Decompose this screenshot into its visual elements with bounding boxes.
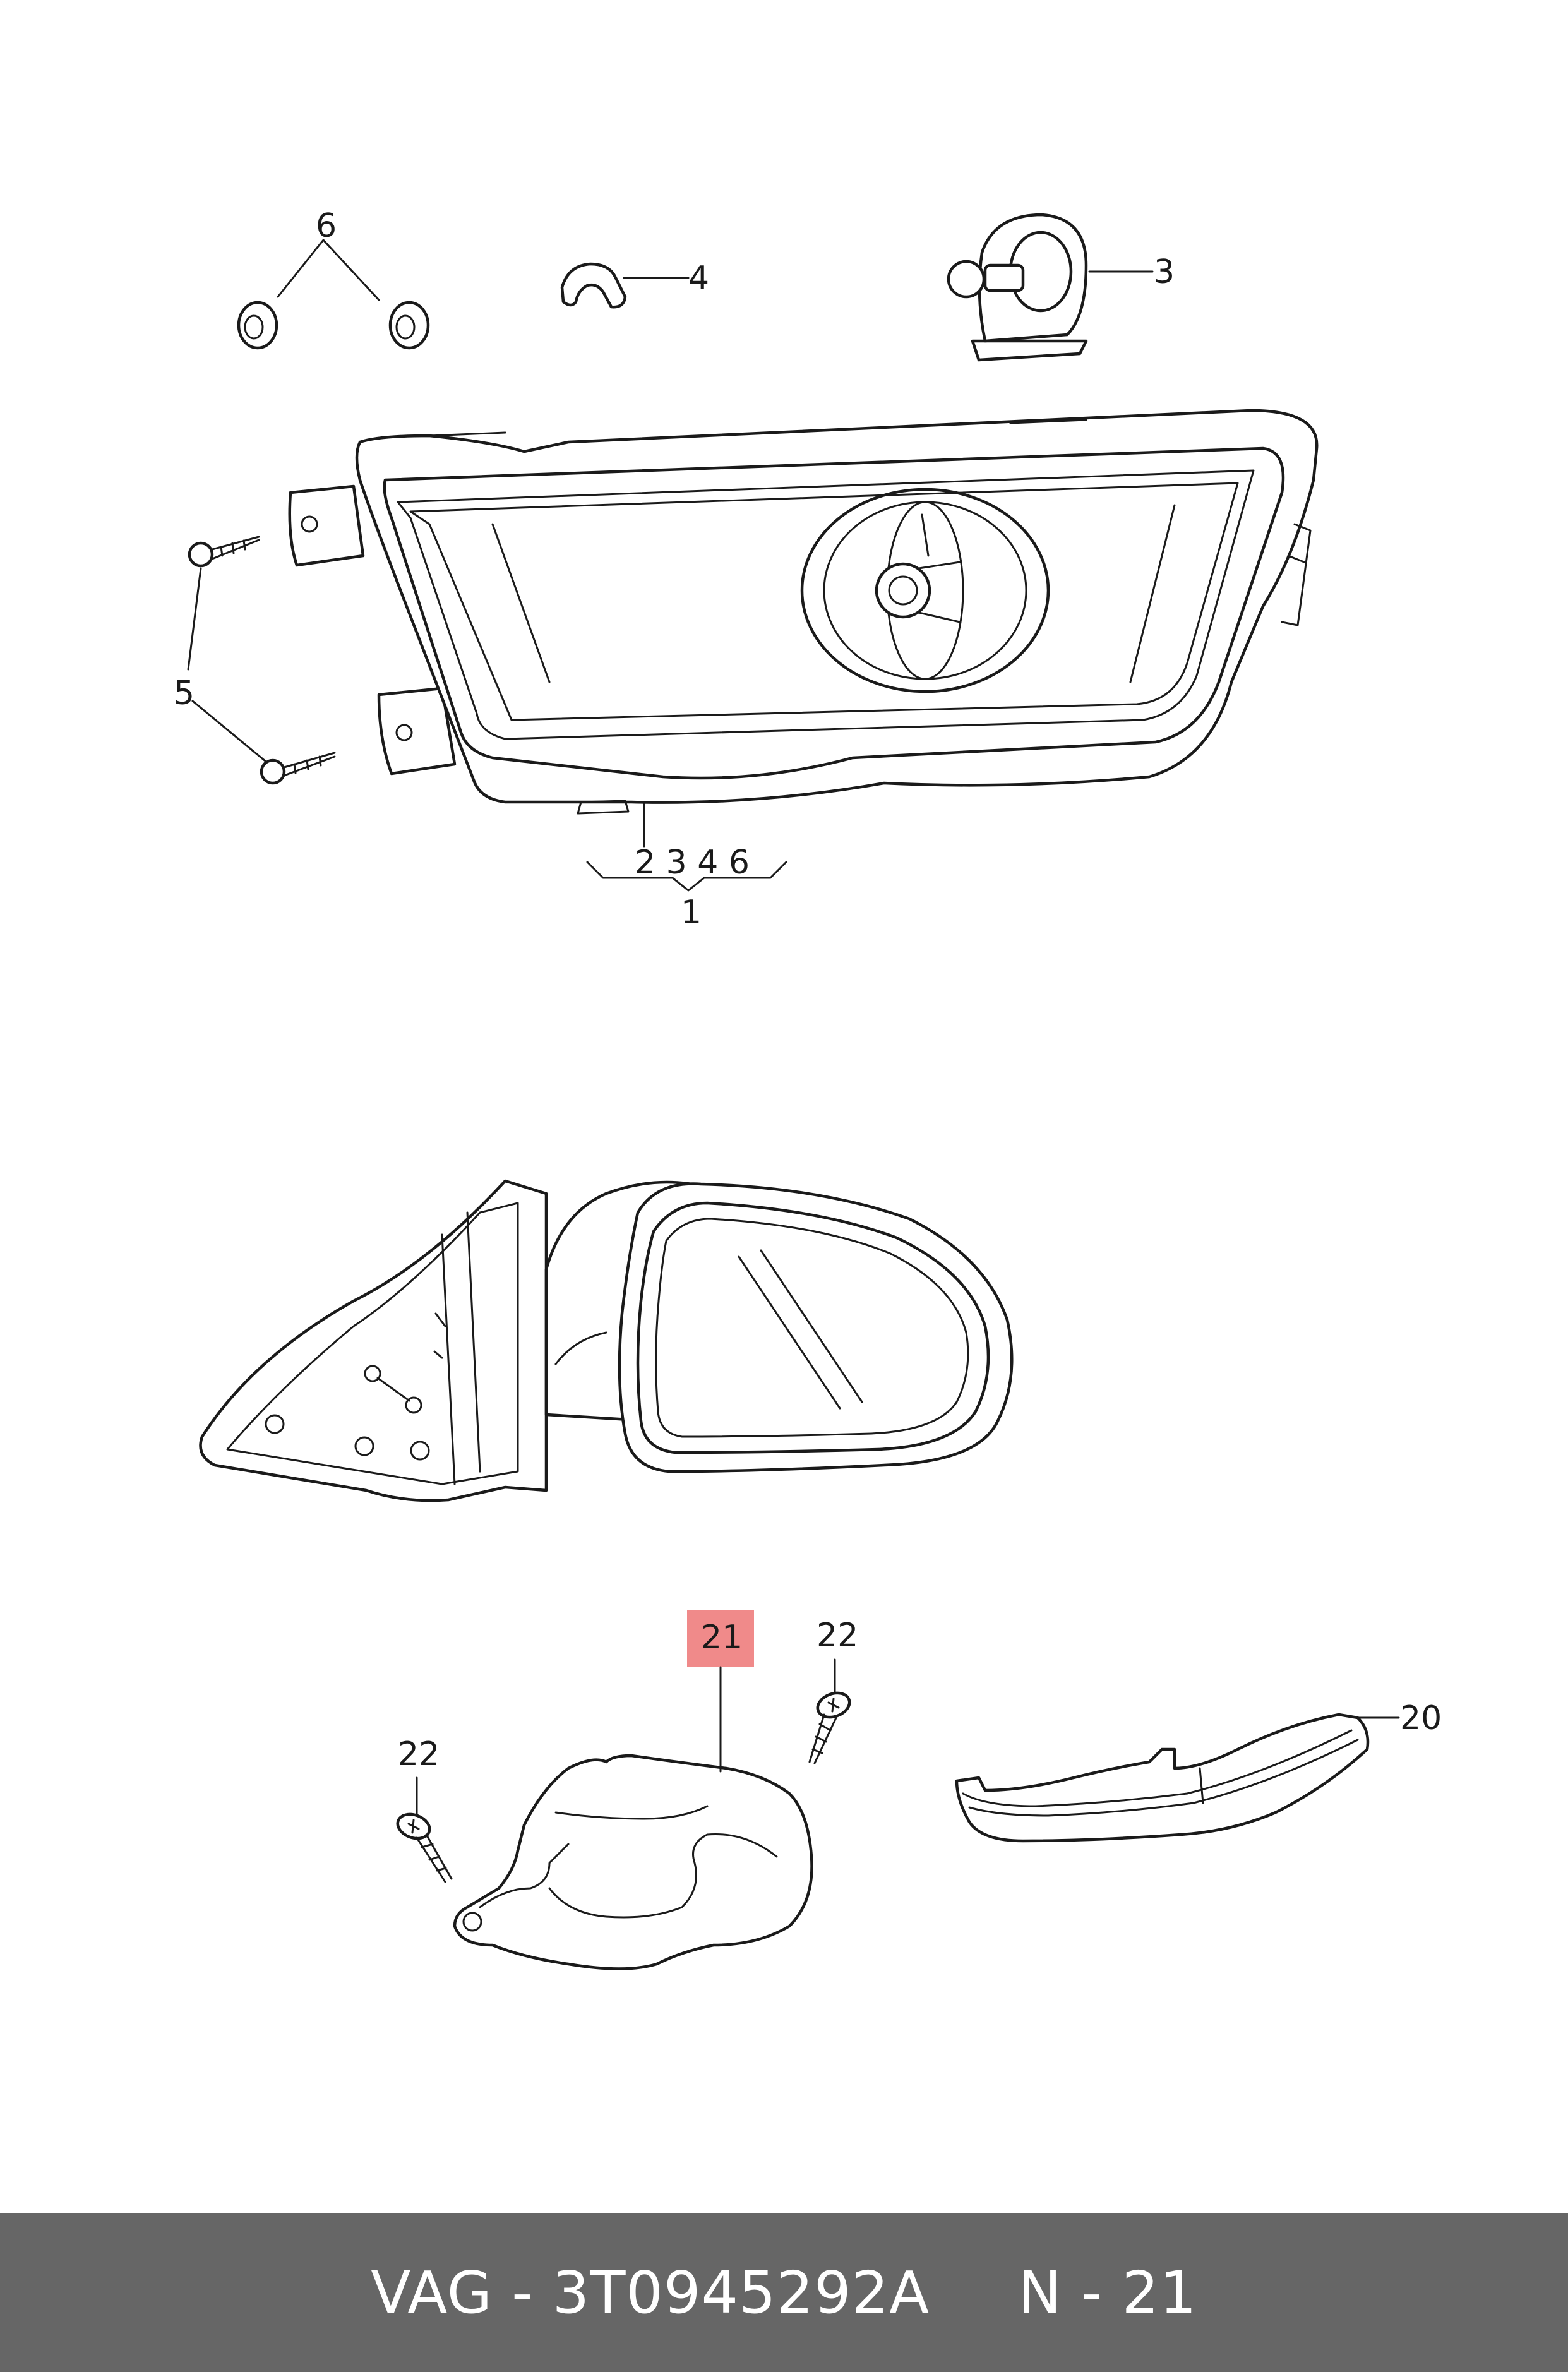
footer-bar: VAG - 3T0945292A N - 21 bbox=[0, 2213, 1568, 2372]
group-bracket bbox=[586, 861, 787, 892]
callout-22-left: 22 bbox=[398, 1735, 440, 1773]
callout-4: 4 bbox=[688, 260, 709, 297]
fog-lamp bbox=[288, 409, 1319, 848]
screw-22-left bbox=[396, 1776, 453, 1883]
parts-diagram: 6 4 3 2 3 4 6 1 bbox=[174, 207, 1442, 1970]
callout-3: 3 bbox=[1154, 253, 1175, 291]
callout-group: 2 3 4 6 bbox=[635, 844, 750, 882]
part-21-cover bbox=[453, 1754, 813, 1970]
elbow-connector bbox=[560, 262, 690, 309]
lamp-screws bbox=[187, 536, 336, 785]
diagram-reference: N - 21 bbox=[1018, 2258, 1197, 2327]
part-20-strip bbox=[955, 1713, 1400, 1843]
screw-22-top bbox=[808, 1658, 851, 1764]
callout-5: 5 bbox=[174, 674, 195, 712]
bulb bbox=[947, 213, 1154, 362]
callout-20: 20 bbox=[1400, 1699, 1442, 1737]
callout-1: 1 bbox=[681, 894, 702, 931]
callout-21-highlight bbox=[687, 1610, 754, 1667]
callout-21: 21 bbox=[701, 1619, 743, 1656]
footer-text: VAG - 3T0945292A N - 21 bbox=[371, 2259, 1197, 2327]
grommet-pair bbox=[237, 239, 430, 350]
part-number: VAG - 3T0945292A bbox=[371, 2258, 930, 2327]
mirror-assembly bbox=[199, 1179, 1014, 1502]
callout-6: 6 bbox=[316, 207, 337, 245]
callout-22-top: 22 bbox=[817, 1617, 858, 1655]
